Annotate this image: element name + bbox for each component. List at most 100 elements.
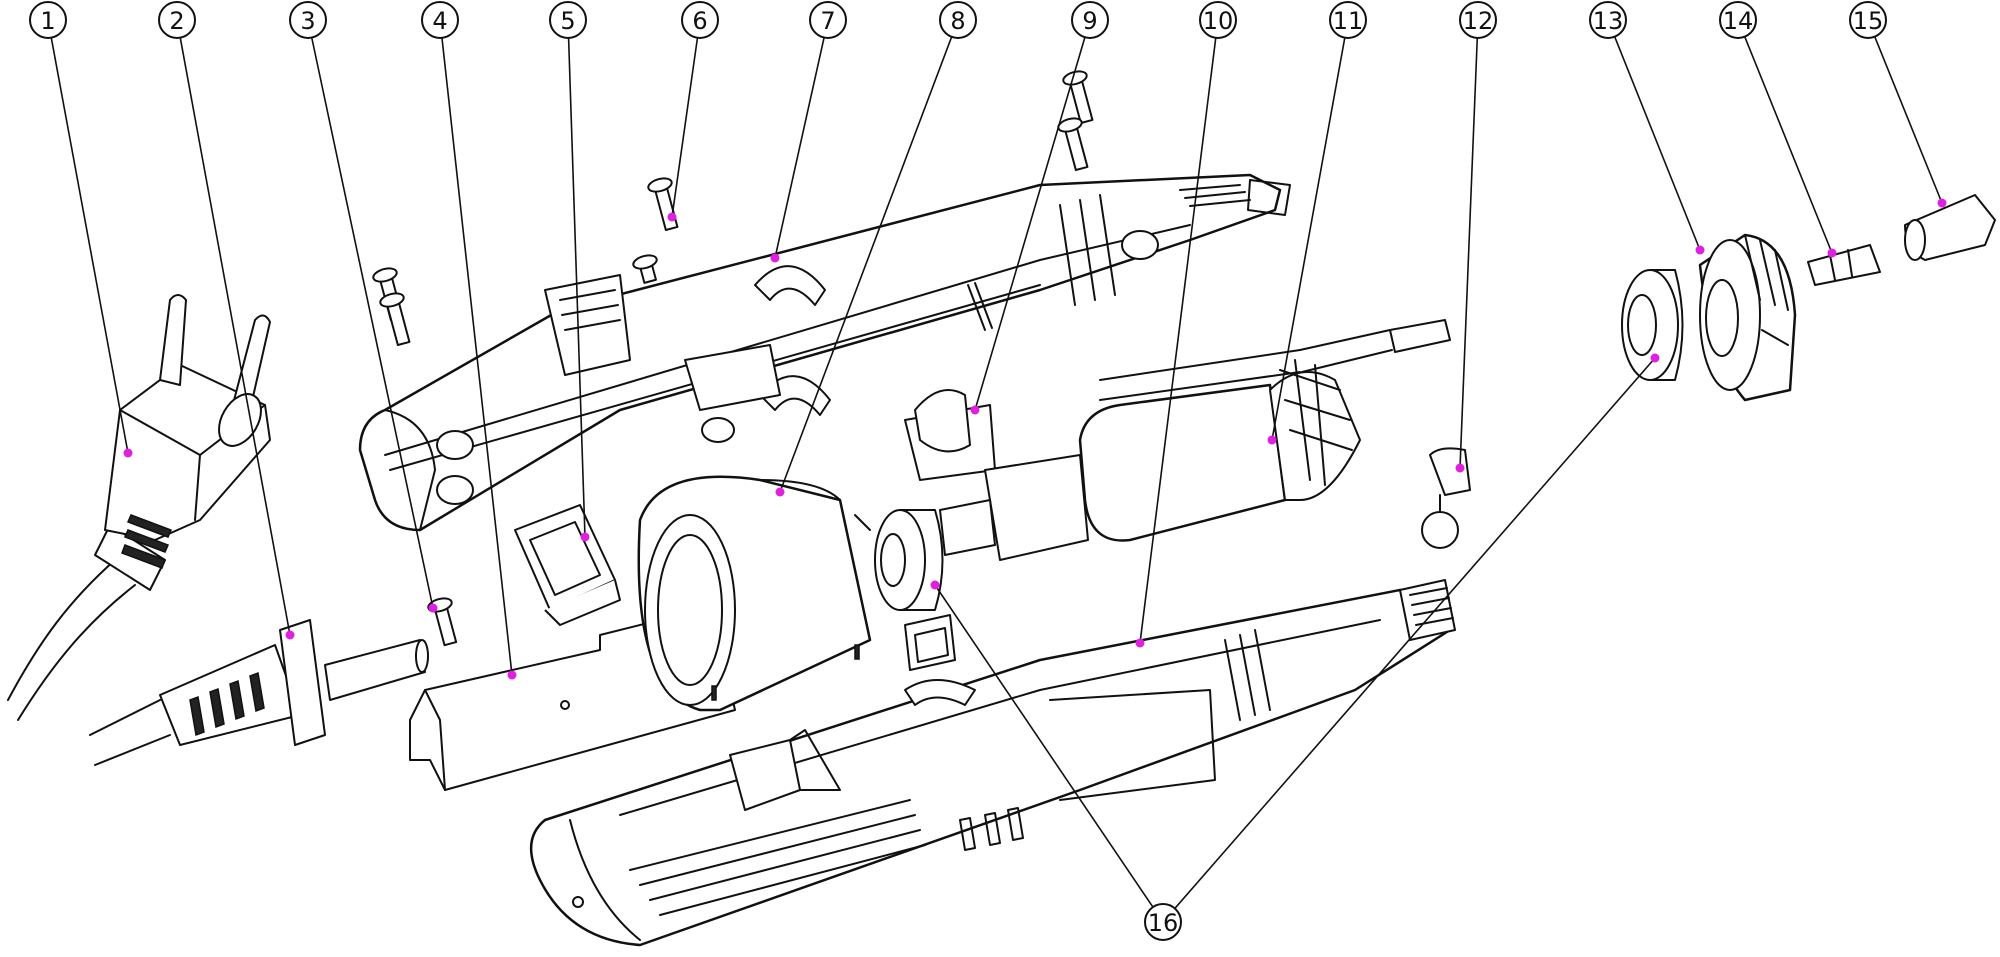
screws — [372, 70, 1094, 647]
callout-label: 7 — [820, 7, 835, 35]
callout-label: 13 — [1593, 7, 1624, 35]
switch-cap — [904, 389, 996, 481]
leader-line-14 — [1743, 36, 1833, 254]
collet — [1807, 244, 1881, 286]
callout-16: 16 — [1144, 903, 1182, 941]
leader-dot-16-2 — [1650, 353, 1660, 363]
leader-dot-4 — [507, 670, 517, 680]
leader-line-7 — [774, 37, 825, 259]
leader-dot-10 — [1135, 638, 1145, 648]
callout-circle — [158, 1, 196, 39]
callout-circle — [1849, 1, 1887, 39]
leader-dot-3 — [428, 603, 438, 613]
armature — [939, 319, 1451, 561]
motor-stator — [637, 475, 872, 712]
leader-dot-15 — [1937, 198, 1947, 208]
callout-label: 5 — [560, 7, 575, 35]
callout-circle — [289, 1, 327, 39]
leader-dot-6 — [667, 212, 677, 222]
callout-11: 11 — [1329, 1, 1367, 39]
leader-dot-9 — [970, 405, 980, 415]
lower-housing — [529, 579, 1456, 947]
callout-3: 3 — [289, 1, 327, 39]
callout-label: 14 — [1723, 7, 1754, 35]
callout-circle — [549, 1, 587, 39]
callout-label: 6 — [692, 7, 707, 35]
callout-7: 7 — [809, 1, 847, 39]
switch — [514, 504, 621, 626]
leader-lines — [50, 36, 1947, 909]
callout-circle — [1199, 1, 1237, 39]
callout-label: 15 — [1853, 7, 1884, 35]
leader-dot-16-1 — [930, 580, 940, 590]
leader-line-13 — [1613, 36, 1701, 251]
spindle-lock — [1421, 447, 1471, 549]
leader-line-4 — [441, 37, 513, 676]
callout-circle — [1071, 1, 1109, 39]
leader-line-8 — [779, 36, 953, 493]
leader-dot-14 — [1827, 248, 1837, 258]
callout-5: 5 — [549, 1, 587, 39]
leader-line-15 — [1874, 36, 1943, 204]
leader-dot-11 — [1267, 435, 1277, 445]
callout-circle — [681, 1, 719, 39]
leader-line-11 — [1271, 37, 1346, 441]
callout-12: 12 — [1459, 1, 1497, 39]
callout-circle — [421, 1, 459, 39]
cable-strain-relief — [89, 619, 429, 766]
callout-8: 8 — [939, 1, 977, 39]
callout-circle — [1459, 1, 1497, 39]
leader-line-5 — [567, 37, 586, 538]
callout-1: 1 — [29, 1, 67, 39]
callout-label: 10 — [1203, 7, 1234, 35]
collet-nut — [1904, 194, 1996, 261]
callout-13: 13 — [1589, 1, 1627, 39]
leader-line-16-2 — [1174, 357, 1656, 909]
callout-label: 3 — [300, 7, 315, 35]
callout-14: 14 — [1719, 1, 1757, 39]
callout-circle — [1329, 1, 1367, 39]
callout-circle — [939, 1, 977, 39]
callout-circle — [1719, 1, 1757, 39]
callout-4: 4 — [421, 1, 459, 39]
leader-line-2 — [179, 37, 291, 636]
callout-2: 2 — [158, 1, 196, 39]
callout-10: 10 — [1199, 1, 1237, 39]
nose-cap — [1698, 233, 1797, 402]
callout-label: 1 — [40, 7, 55, 35]
upper-housing — [358, 173, 1291, 532]
callout-label: 12 — [1463, 7, 1494, 35]
power-plug — [7, 294, 271, 721]
leader-dot-5 — [580, 532, 590, 542]
leader-dot-12 — [1455, 463, 1465, 473]
callout-circle — [29, 1, 67, 39]
leader-dot-8 — [775, 487, 785, 497]
callout-9: 9 — [1071, 1, 1109, 39]
callout-circle — [809, 1, 847, 39]
leader-line-9 — [974, 37, 1086, 411]
leader-line-16-1 — [934, 584, 1154, 908]
leader-dot-1 — [123, 448, 133, 458]
callout-label: 16 — [1148, 909, 1179, 937]
callout-circle — [1589, 1, 1627, 39]
leader-dot-13 — [1695, 245, 1705, 255]
leader-line-3 — [310, 37, 434, 609]
callout-6: 6 — [681, 1, 719, 39]
leader-dot-7 — [770, 253, 780, 263]
bearing-small — [874, 509, 944, 611]
callout-15: 15 — [1849, 1, 1887, 39]
callout-label: 11 — [1333, 7, 1364, 35]
leader-line-1 — [50, 37, 129, 454]
callout-circle — [1144, 903, 1182, 941]
leader-dot-2 — [285, 630, 295, 640]
callout-label: 2 — [169, 7, 184, 35]
leader-line-6 — [671, 37, 699, 218]
callout-label: 8 — [950, 7, 965, 35]
callout-label: 4 — [432, 7, 447, 35]
callout-label: 9 — [1082, 7, 1097, 35]
bearing-large — [1621, 269, 1684, 381]
leader-line-10 — [1139, 37, 1217, 644]
leader-line-12 — [1459, 37, 1479, 469]
